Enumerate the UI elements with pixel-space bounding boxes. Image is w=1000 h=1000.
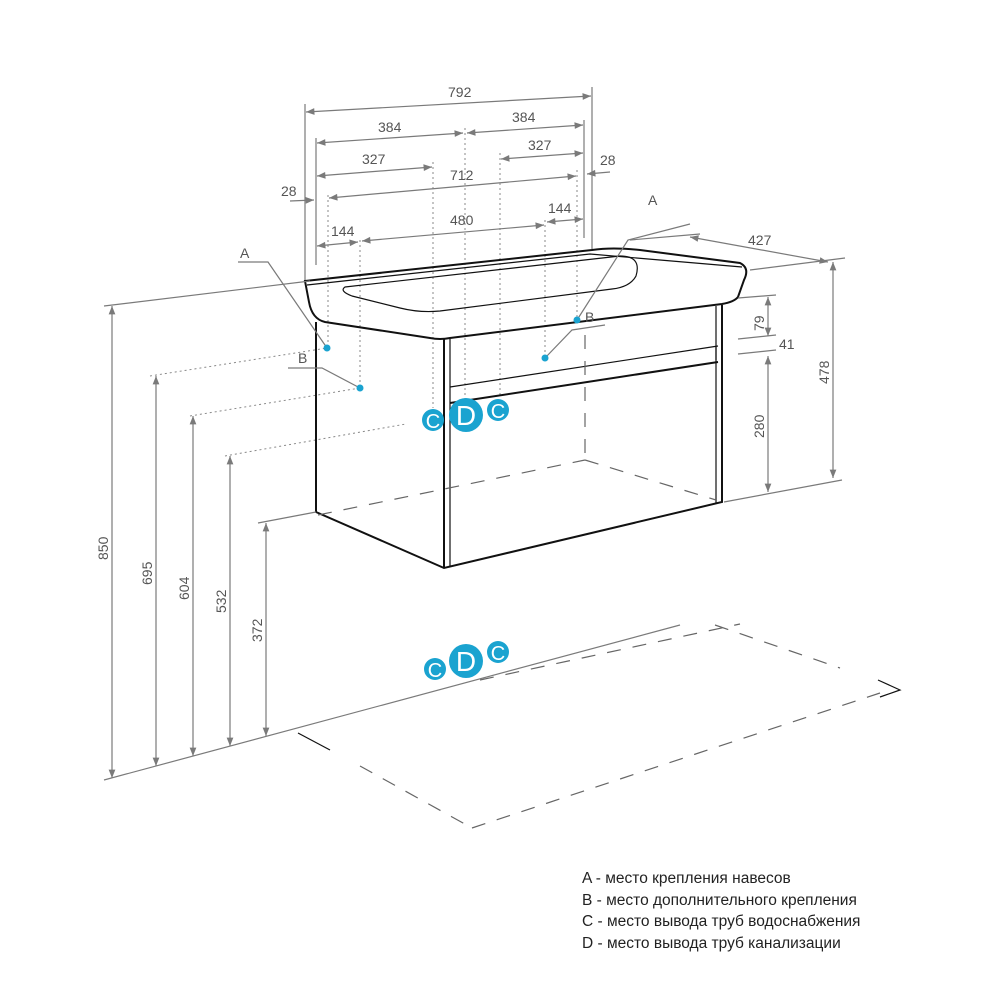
mount-point-a-right [573,316,581,324]
mount-point-a-left [323,344,331,352]
mount-points: A B A B [238,192,691,392]
vanity-cabinet [315,305,723,570]
dim-327-right: 327 [528,137,552,153]
right-dimensions: 427 478 79 41 280 [629,232,846,503]
mount-point-b-right [541,354,549,362]
dim-28-left: 28 [281,183,297,199]
label-b-left: B [298,350,307,366]
legend-item-d: D - место вывода труб канализации [582,934,841,952]
dim-384-left: 384 [378,119,402,135]
dotted-guides [149,128,578,457]
floor-outlet-c-left: C [428,660,442,682]
label-a-right: A [648,192,658,208]
height-dimensions: 850 695 604 532 372 [95,280,681,781]
dim-427: 427 [748,232,772,248]
dim-327-left: 327 [362,151,386,167]
dim-712: 712 [450,167,474,183]
mount-point-b-left [356,384,364,392]
dim-144-left: 144 [331,223,355,239]
legend-item-a: A - место крепления навесов [582,870,791,887]
washbasin [303,247,748,340]
dim-604: 604 [176,576,192,600]
floor-outlet-c-right: C [491,643,505,665]
dim-850: 850 [95,536,111,560]
dim-384-right: 384 [512,109,536,125]
dim-79: 79 [751,315,767,331]
floor-outline [297,623,902,829]
dim-28-right: 28 [600,152,616,168]
dim-144-right: 144 [548,200,572,216]
label-a-left: A [240,245,250,261]
dim-41: 41 [779,336,795,352]
label-b-right: B [585,309,594,325]
dim-532: 532 [213,589,229,613]
dim-280: 280 [751,414,767,438]
dim-480: 480 [450,212,474,228]
dim-695: 695 [139,561,155,585]
dim-792: 792 [448,84,472,100]
legend-item-b: B - место дополнительного крепления [582,891,857,909]
outlet-d: D [456,400,476,431]
legend-item-c: C - место вывода труб водоснабжения [582,913,861,930]
dim-372: 372 [249,618,265,642]
outlet-c-left: C [426,411,440,433]
legend: A - место крепления навесов B - место до… [582,868,860,954]
floor-outlet-d: D [456,646,476,677]
pipe-outlets-wall: C D C [422,398,509,433]
dim-478: 478 [816,360,832,384]
top-dimensions: 792 384 384 327 327 712 28 28 144 480 14… [281,84,616,249]
outlet-c-right: C [491,401,505,423]
pipe-outlets-floor: C D C [424,641,509,682]
top-extension-lines [304,87,593,282]
